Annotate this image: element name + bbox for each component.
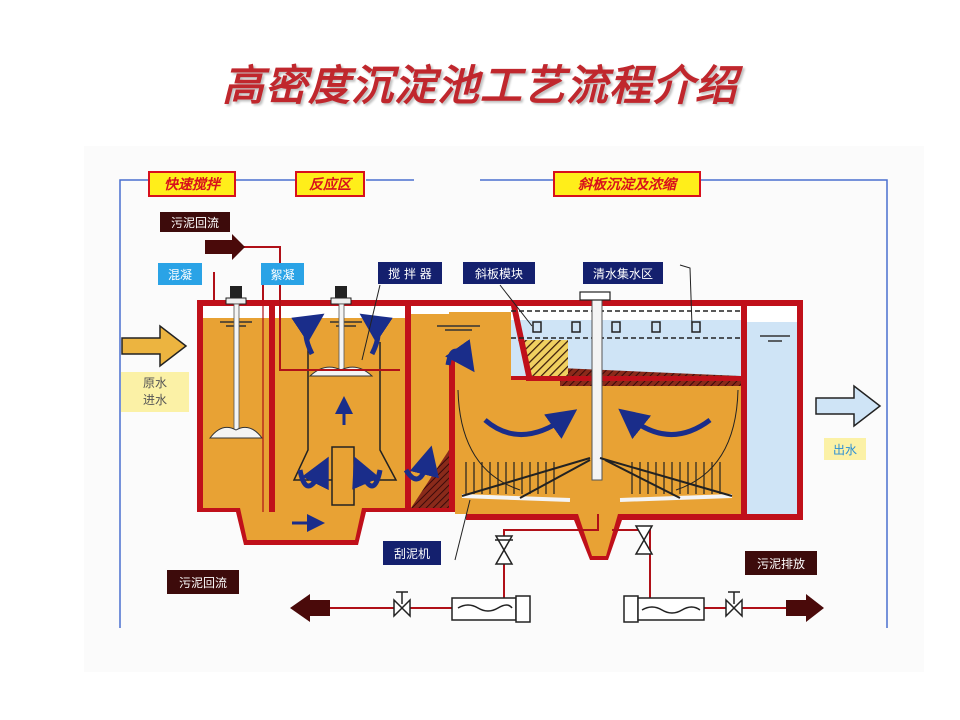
label-clear-water-zone: 清水集水区 <box>583 262 663 284</box>
label-mixer: 搅 拌 器 <box>378 262 442 284</box>
leader-lines <box>361 264 693 561</box>
label-flocculation: 絮凝 <box>261 263 304 285</box>
zone-label-rapid-mix: 快速搅拌 <box>148 171 236 197</box>
label-sludge-return-bottom: 污泥回流 <box>167 570 239 594</box>
zone-label-reaction: 反应区 <box>295 171 365 197</box>
label-lamella-module: 斜板模块 <box>463 262 535 284</box>
label-scraper: 刮泥机 <box>383 541 441 565</box>
sludge-return-arrow-top <box>205 234 245 260</box>
valves <box>393 525 743 618</box>
label-coagulation: 混凝 <box>158 263 202 285</box>
label-raw-water-line2: 进水 <box>142 393 167 407</box>
label-sludge-return-top: 污泥回流 <box>160 212 230 232</box>
sludge-return-arrow-bottom <box>290 594 330 622</box>
sludge-scraper <box>457 291 739 502</box>
sludge-discharge-arrow <box>786 594 824 622</box>
frame-lines <box>119 179 888 628</box>
page-title: 高密度沉淀池工艺流程介绍 <box>222 61 739 110</box>
label-raw-water: 原水 进水 <box>121 372 189 412</box>
zone-label-settling: 斜板沉淀及浓缩 <box>553 171 701 197</box>
sludge-pump-right <box>623 595 705 623</box>
sludge-pump-left <box>451 595 531 623</box>
label-outlet: 出水 <box>824 438 866 460</box>
label-sludge-discharge: 污泥排放 <box>745 551 817 575</box>
label-raw-water-line1: 原水 <box>142 376 167 390</box>
mixer-rapid <box>208 286 264 439</box>
raw-water-inlet-arrow <box>121 324 188 368</box>
outlet-arrow <box>815 384 882 428</box>
flow-arrows <box>291 313 712 532</box>
